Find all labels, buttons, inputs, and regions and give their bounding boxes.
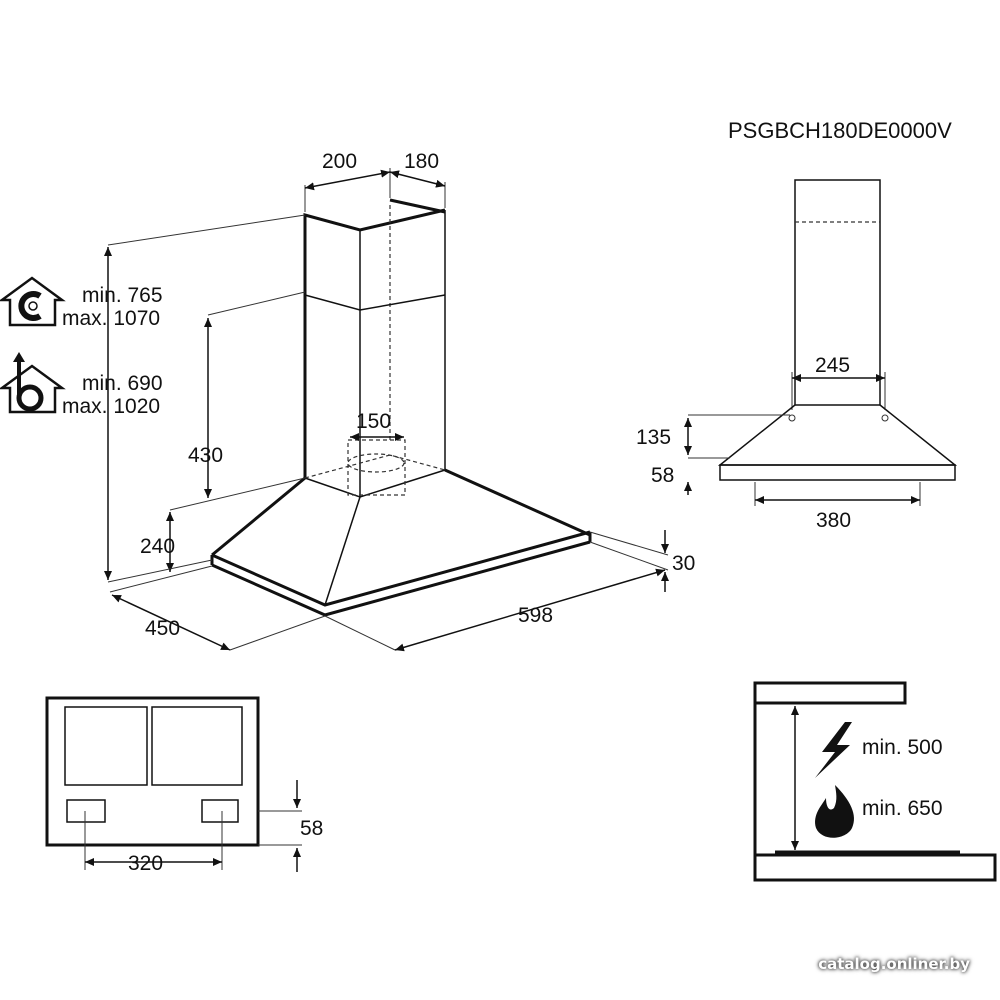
side-chimney-width-label: 245 xyxy=(815,354,850,377)
watermark: catalog.onliner.by xyxy=(818,955,970,973)
chimney-lower-height-label: 430 xyxy=(188,444,223,467)
main-dimensions: 200 180 150 430 240 450 598 30 xyxy=(104,150,695,652)
width-label: 598 xyxy=(518,604,553,627)
chimney-width-label: 200 xyxy=(322,150,357,173)
recirculation-max: max. 1070 xyxy=(62,307,160,330)
bottom-view-drawing: 320 58 xyxy=(45,696,323,875)
rim-thickness-label: 30 xyxy=(672,552,695,575)
filter-offset-label: 58 xyxy=(300,817,323,840)
model-code: PSGBCH180DE0000V xyxy=(728,118,952,143)
filter-spacing-label: 320 xyxy=(128,852,163,875)
gas-clearance-label: min. 650 xyxy=(862,797,943,820)
duct-diameter-label: 150 xyxy=(356,410,391,433)
recirculation-min: min. 765 xyxy=(82,284,163,307)
depth-label: 450 xyxy=(145,617,180,640)
chimney-depth-label: 180 xyxy=(404,150,439,173)
bracket-height-label: 135 xyxy=(636,426,671,449)
canopy-height-label: 240 xyxy=(140,535,175,558)
extraction-max: max. 1020 xyxy=(62,395,160,418)
side-view-drawing: 245 135 58 380 xyxy=(636,179,958,532)
flame-icon xyxy=(815,785,855,838)
extraction-house-icon xyxy=(0,352,66,414)
lightning-icon xyxy=(815,722,852,778)
extraction-min: min. 690 xyxy=(82,372,163,395)
electric-clearance-label: min. 500 xyxy=(862,736,943,759)
main-hood-drawing xyxy=(210,198,592,617)
rim-height-label: 58 xyxy=(651,464,674,487)
canopy-width-label: 380 xyxy=(816,509,851,532)
clearance-drawing: min. 500 min. 650 xyxy=(753,681,997,882)
recirculation-house-icon xyxy=(0,276,66,327)
